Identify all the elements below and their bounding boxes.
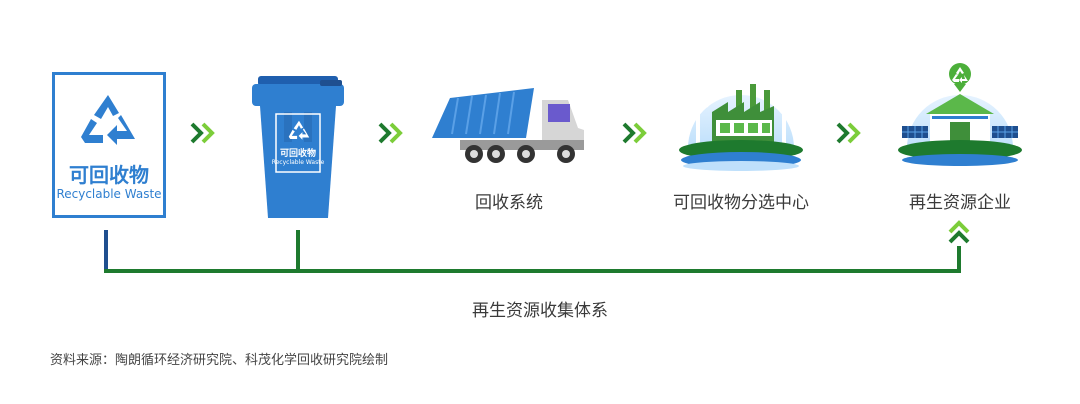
recycle-icon <box>288 120 310 140</box>
chevron-up-icon <box>948 220 970 244</box>
card-subtitle: Recyclable Waste <box>56 187 162 201</box>
chevron-right-icon <box>378 122 403 144</box>
recyclable-waste-card: 可回收物 Recyclable Waste <box>52 72 166 218</box>
source-note: 资料来源：陶朗循环经济研究院、科茂化学回收研究院绘制 <box>50 353 389 368</box>
truck-label: 回收系统 <box>475 193 543 213</box>
enterprise-label: 再生资源企业 <box>909 193 1011 213</box>
chevron-right-icon <box>836 122 861 144</box>
dump-truck-icon <box>432 88 584 163</box>
bin-sublabel: Recyclable Waste <box>271 159 325 166</box>
sorting-center-icon <box>679 84 803 171</box>
recycle-bin: 可回收物 Recyclable Waste <box>250 72 346 220</box>
sorting-center-label: 可回收物分选中心 <box>673 193 809 213</box>
bin-label: 可回收物 <box>279 149 316 159</box>
bin-icon <box>252 76 344 218</box>
recycling-enterprise-icon <box>898 63 1022 166</box>
chevron-right-icon <box>622 122 647 144</box>
chevron-right-icon <box>190 122 215 144</box>
card-title: 可回收物 <box>69 163 149 187</box>
collection-system-label: 再生资源收集体系 <box>472 301 608 321</box>
recycle-icon <box>81 95 135 145</box>
